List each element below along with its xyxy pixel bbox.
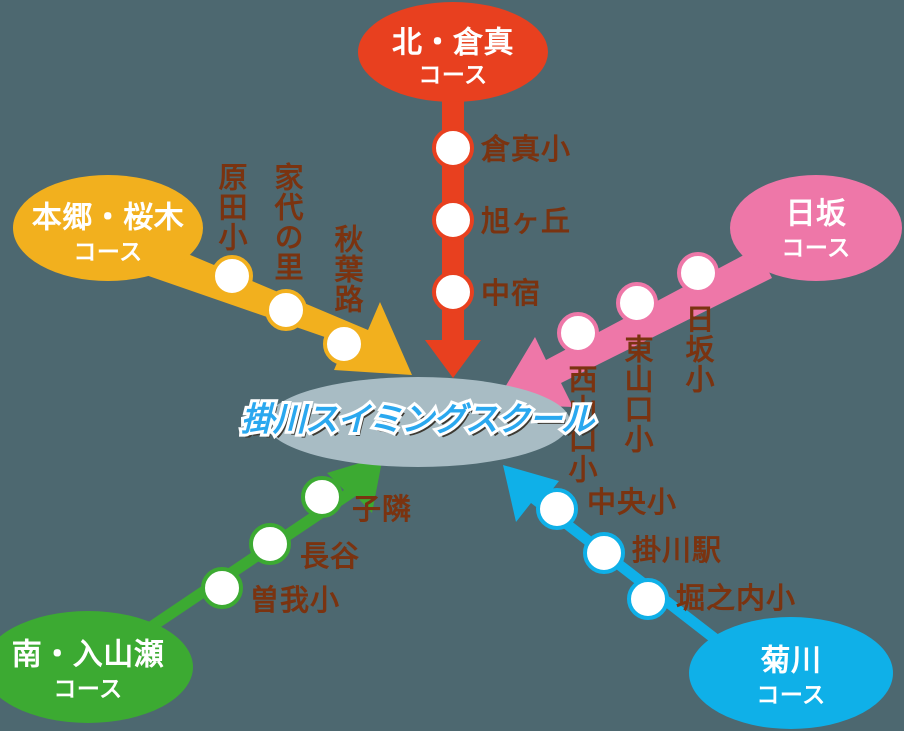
station-label: 長谷 — [300, 539, 360, 573]
station-dot[interactable] — [627, 578, 669, 620]
route-line-kikugawa — [503, 465, 788, 676]
hub-name: 掛川スイミングスクール — [241, 400, 596, 439]
station-label: 掛川駅 — [632, 533, 722, 567]
course-minami-iriyamase[interactable]: 子隣 長谷 曽我小 南・入山瀬 コース — [0, 456, 412, 723]
course-subtitle: コース — [418, 63, 487, 89]
station-label: 秋葉路 — [330, 224, 365, 314]
course-kita-kurami[interactable]: 倉真小 旭ヶ丘 中宿 北・倉真 コース — [358, 2, 571, 378]
station-dot[interactable] — [211, 255, 253, 297]
station-dot[interactable] — [323, 323, 365, 365]
course-title: 日坂 — [786, 197, 847, 232]
station-label: 子隣 — [352, 492, 412, 526]
station-label: 中央小 — [587, 485, 677, 519]
course-title: 北・倉真 — [392, 26, 514, 61]
course-nissaka[interactable]: 西山口小 東山口小 日坂小 日坂 コース — [495, 175, 902, 484]
course-subtitle: コース — [781, 236, 850, 262]
station-label: 中宿 — [481, 276, 541, 310]
station-label: 原田小 — [214, 162, 248, 252]
station-dot[interactable] — [301, 476, 343, 518]
station-dot[interactable] — [536, 488, 578, 530]
station-label: 日坂小 — [681, 304, 715, 394]
station-dot[interactable] — [201, 567, 243, 609]
course-kikugawa[interactable]: 中央小 掛川駅 堀之内小 菊川 コース — [503, 465, 893, 729]
station-label: 曽我小 — [250, 583, 340, 617]
course-title: 南・入山瀬 — [12, 638, 165, 673]
hub-name-shadow: 掛川スイミングスクール — [244, 404, 599, 443]
course-hongo-sakuragi[interactable]: 原田小 家代の里 秋葉路 本郷・桜木 コース — [13, 161, 412, 375]
station-dot[interactable] — [265, 289, 307, 331]
station-label: 東山口小 — [620, 334, 654, 454]
station-dot[interactable] — [432, 199, 474, 241]
hub-ellipse — [266, 377, 570, 467]
station-dot[interactable] — [432, 127, 474, 169]
course-bubble-kikugawa[interactable] — [689, 617, 893, 729]
route-line-minami-iriyamase — [120, 456, 383, 648]
course-bubble-kita-kurami[interactable] — [358, 2, 548, 102]
course-subtitle: コース — [756, 683, 825, 709]
course-bubble-minami-iriyamase[interactable] — [0, 611, 193, 723]
course-title: 本郷・桜木 — [32, 201, 185, 236]
station-label: 家代の里 — [270, 161, 305, 282]
station-dot[interactable] — [249, 523, 291, 565]
station-dot[interactable] — [583, 532, 625, 574]
station-dot[interactable] — [616, 282, 658, 324]
course-bubble-nissaka[interactable] — [730, 175, 902, 281]
station-dot[interactable] — [557, 312, 599, 354]
station-label: 堀之内小 — [676, 581, 796, 615]
station-dot[interactable] — [677, 252, 719, 294]
course-subtitle: コース — [53, 677, 122, 703]
station-dot[interactable] — [432, 271, 474, 313]
station-label: 倉真小 — [480, 132, 571, 166]
hub-swimming-school[interactable]: 掛川スイミングスクール 掛川スイミングスクール — [238, 377, 600, 467]
station-label: 旭ヶ丘 — [481, 204, 571, 238]
course-subtitle: コース — [73, 240, 142, 266]
course-bubble-hongo-sakuragi[interactable] — [13, 175, 203, 281]
course-title: 菊川 — [761, 644, 822, 679]
